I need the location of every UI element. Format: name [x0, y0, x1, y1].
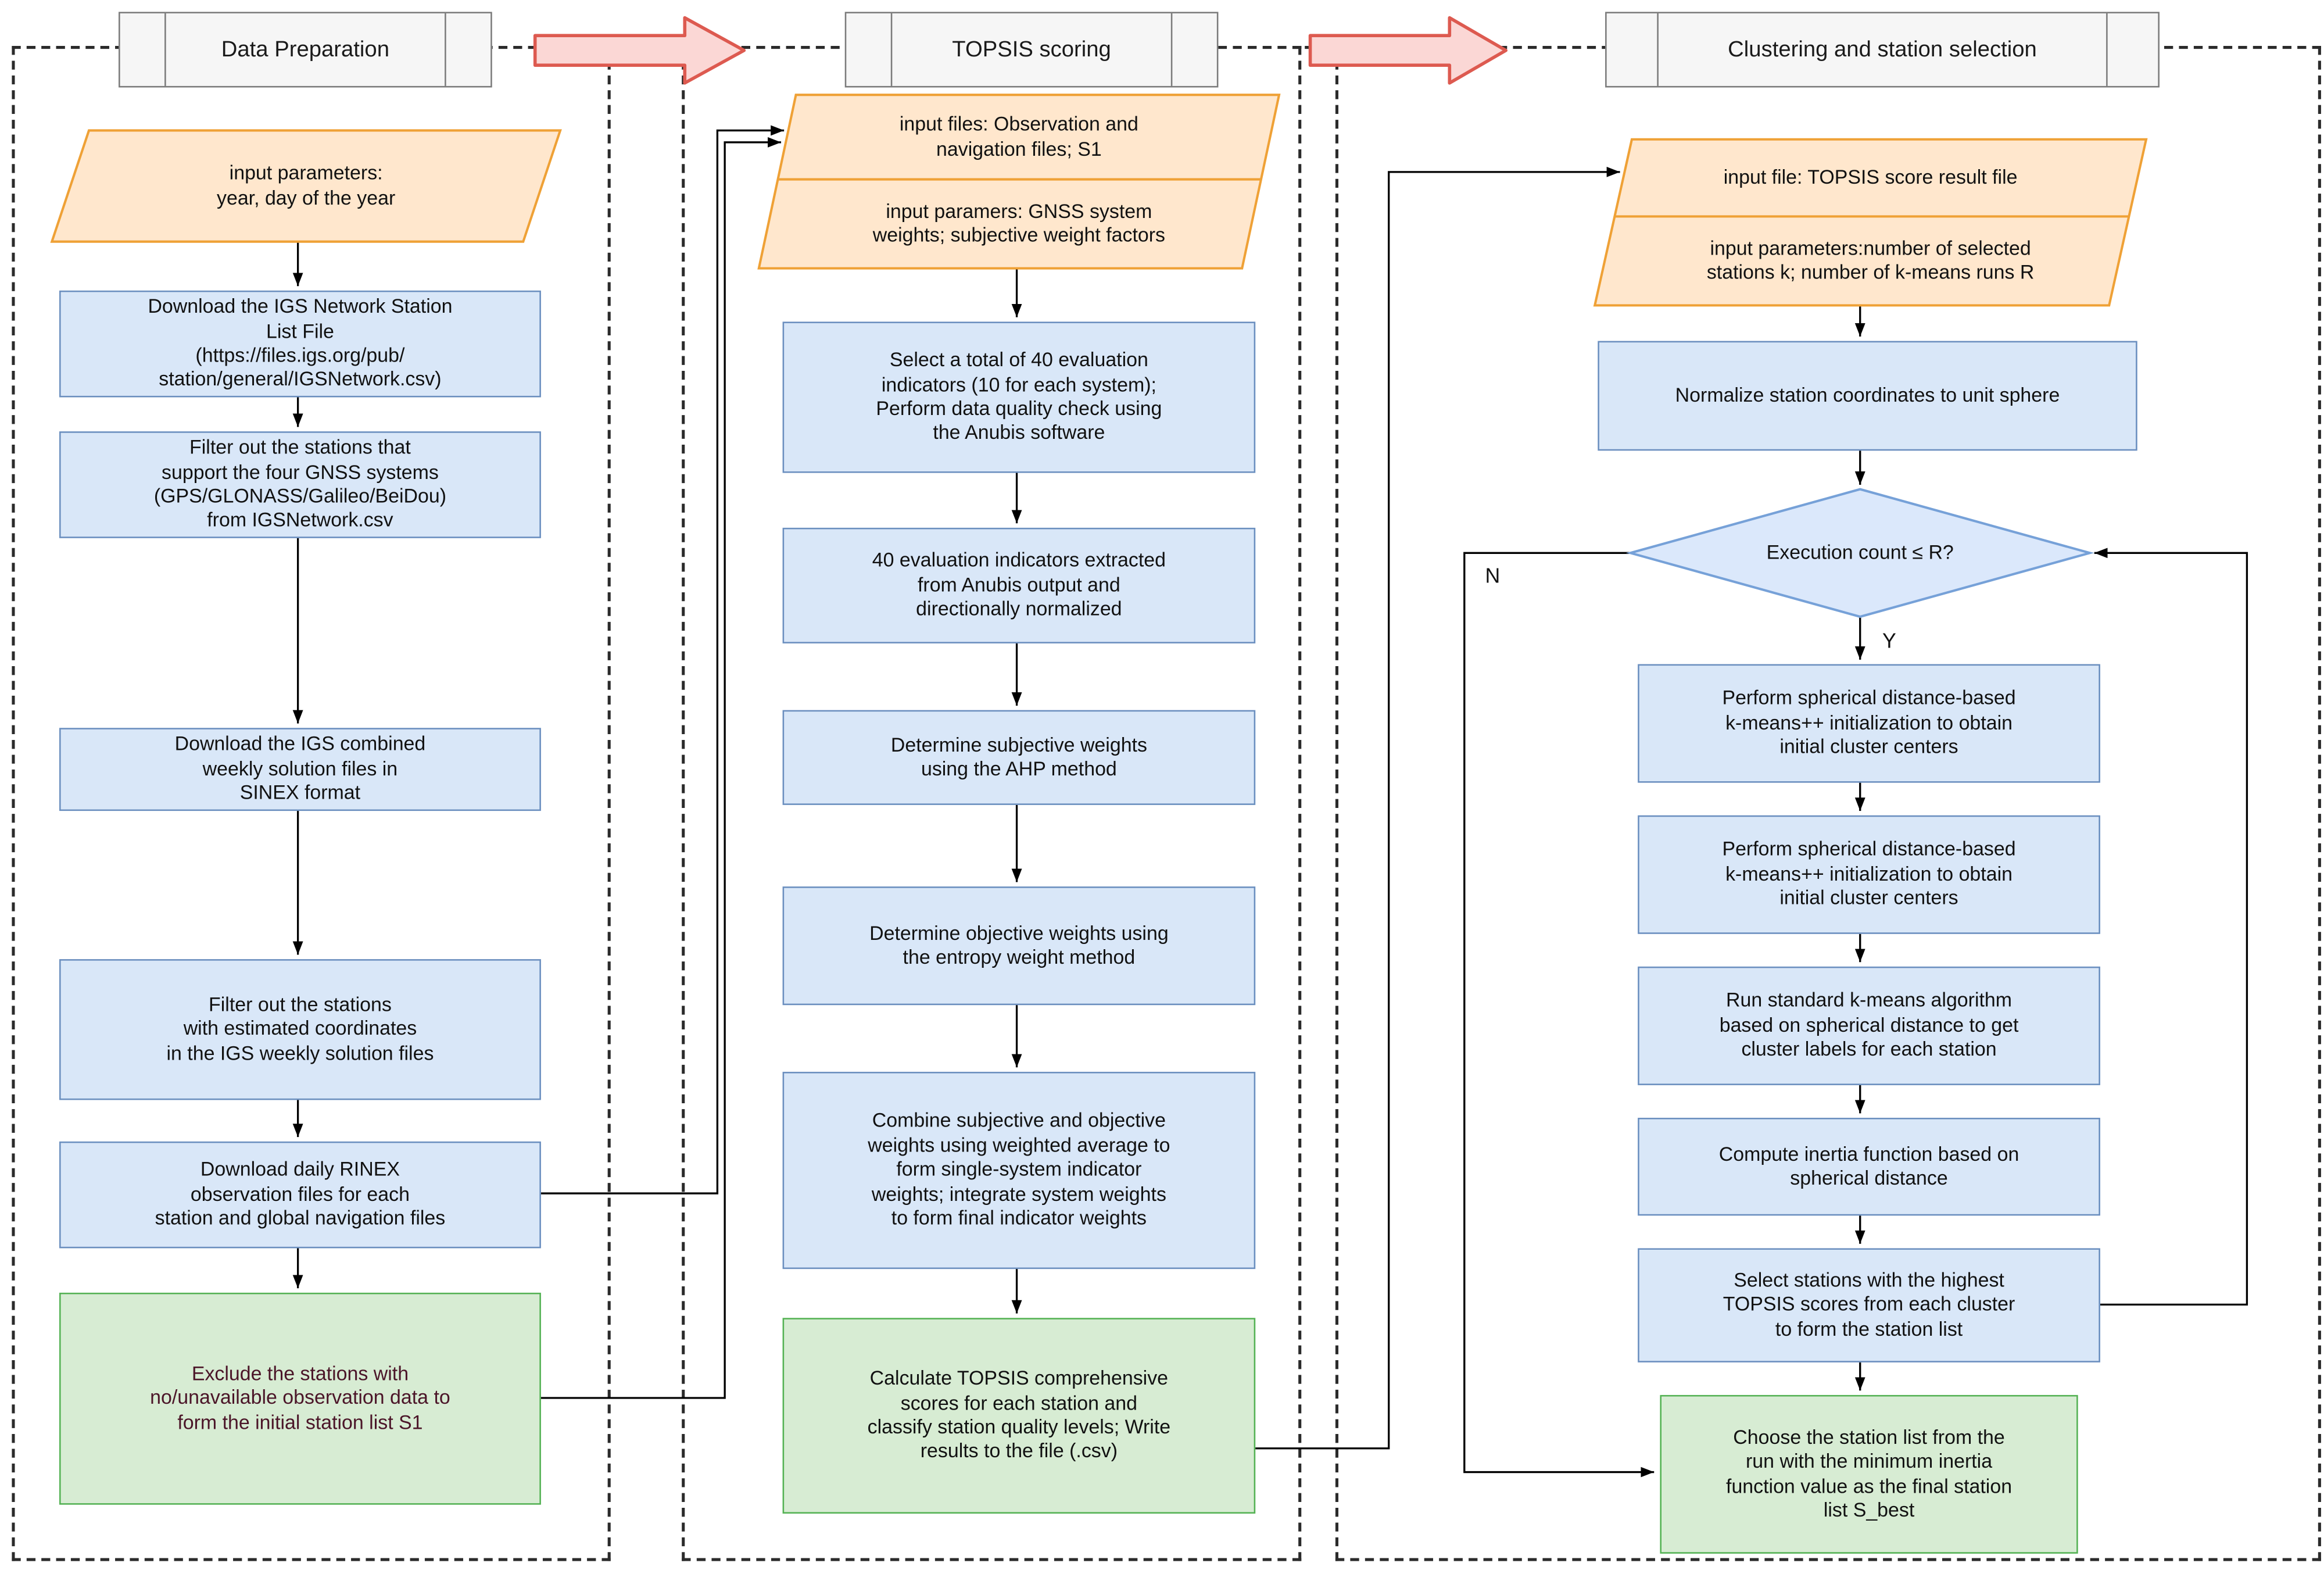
connector-g1-to-c2-input [538, 137, 782, 1399]
header-bar-left [164, 13, 166, 86]
io-text-params: input parameters:number of selected stat… [1706, 236, 2035, 284]
parallelogram-shape [1593, 138, 2148, 307]
section-header-topsis-scoring: TOPSIS scoring [844, 12, 1219, 88]
section-flow-arrow-2 [1308, 15, 1509, 86]
process-text: Download daily RINEX observation files f… [155, 1158, 446, 1229]
section-title: Data Preparation [221, 37, 389, 63]
result-text: Calculate TOPSIS comprehensive scores fo… [867, 1367, 1171, 1462]
io-text-file: input file: TOPSIS score result file [1723, 166, 2018, 188]
process-text: Select stations with the highest TOPSIS … [1723, 1268, 2015, 1340]
result-calculate-topsis-scores: Calculate TOPSIS comprehensive scores fo… [782, 1318, 1256, 1514]
header-bar-right [445, 13, 446, 86]
process-download-igs-network-list: Download the IGS Network Station List Fi… [59, 290, 541, 398]
connector-b6-loop-to-decision [2094, 548, 2248, 1306]
process-kmeanspp-init-2: Perform spherical distance-based k-means… [1638, 815, 2100, 934]
io-input-parameters-year-day: input parameters: year, day of the year [50, 129, 562, 243]
connector-decision-no-to-g3 [1463, 552, 1655, 1478]
result-text: Choose the station list from the run wit… [1726, 1425, 2013, 1521]
header-bar-left [1657, 13, 1659, 86]
header-bar-right [2106, 13, 2108, 86]
process-text: Run standard k-means algorithm based on … [1719, 989, 2019, 1061]
connector-g2-to-c3-input [1252, 166, 1620, 1450]
process-run-standard-kmeans: Run standard k-means algorithm based on … [1638, 966, 2100, 1085]
process-combine-weights: Combine subjective and objective weights… [782, 1071, 1256, 1269]
process-text: Filter out the stations with estimated c… [166, 993, 434, 1064]
section-header-data-preparation: Data Preparation [119, 12, 492, 88]
decision-label-no: N [1485, 563, 1501, 587]
parallelogram-shape [757, 94, 1281, 270]
process-text: Determine subjective weights using the A… [890, 733, 1147, 780]
process-text: Perform spherical distance-based k-means… [1722, 686, 2016, 758]
process-text: Compute inertia function based on spheri… [1718, 1142, 2019, 1189]
process-text: Filter out the stations that support the… [153, 435, 447, 532]
section-title: Clustering and station selection [1728, 37, 2037, 63]
process-text: 40 evaluation indicators extracted from … [872, 549, 1166, 620]
process-text: Download the IGS combined weekly solutio… [174, 732, 426, 804]
process-kmeanspp-init-1: Perform spherical distance-based k-means… [1638, 664, 2100, 783]
process-filter-four-gnss-systems: Filter out the stations that support the… [59, 431, 541, 538]
process-text: Determine objective weights using the en… [869, 921, 1169, 968]
header-bar-right [1170, 13, 1173, 86]
result-exclude-stations-s1: Exclude the stations with no/unavailable… [59, 1292, 541, 1505]
process-subjective-weights-ahp: Determine subjective weights using the A… [782, 710, 1256, 805]
io-topsis-result-and-params: input file: TOPSIS score result file inp… [1593, 138, 2148, 307]
process-download-daily-rinex: Download daily RINEX observation files f… [59, 1141, 541, 1249]
process-filter-estimated-coordinates: Filter out the stations with estimated c… [59, 959, 541, 1100]
io-text-files: input files: Observation and navigation … [899, 112, 1138, 160]
io-input-files-and-params: input files: Observation and navigation … [757, 94, 1281, 270]
section-flow-arrow-1 [533, 15, 747, 86]
parallelogram-shape [50, 129, 562, 243]
process-text: Combine subjective and objective weights… [868, 1109, 1170, 1229]
flow-arrow-icon [533, 16, 746, 85]
flow-arrow-icon [1308, 16, 1508, 85]
connector-b5-to-c2-input [538, 125, 785, 1195]
process-text: Select a total of 40 evaluation indicato… [876, 348, 1162, 444]
io-text-params: input paramers: GNSS system weights; sub… [872, 199, 1166, 246]
process-text: Download the IGS Network Station List Fi… [148, 295, 453, 391]
section-header-clustering: Clustering and station selection [1605, 12, 2160, 88]
diamond-shape [1625, 488, 2094, 618]
process-normalize-coordinates: Normalize station coordinates to unit sp… [1598, 341, 2137, 451]
process-compute-inertia: Compute inertia function based on spheri… [1638, 1118, 2100, 1216]
decision-text: Execution count ≤ R? [1766, 541, 1954, 563]
result-text: Exclude the stations with no/unavailable… [150, 1362, 450, 1433]
header-bar-left [890, 13, 893, 86]
decision-label-yes: Y [1882, 628, 1896, 653]
process-download-weekly-sinex: Download the IGS combined weekly solutio… [59, 728, 541, 811]
section-title: TOPSIS scoring [952, 37, 1111, 63]
process-text: Perform spherical distance-based k-means… [1722, 838, 2016, 909]
result-choose-final-station-list: Choose the station list from the run wit… [1660, 1394, 2078, 1554]
process-objective-weights-entropy: Determine objective weights using the en… [782, 886, 1256, 1006]
process-text: Normalize station coordinates to unit sp… [1675, 383, 2060, 406]
process-40-indicators-normalized: 40 evaluation indicators extracted from … [782, 527, 1256, 643]
io-text: input parameters: year, day of the year [216, 162, 396, 209]
process-select-40-indicators: Select a total of 40 evaluation indicato… [782, 321, 1256, 473]
process-select-highest-topsis: Select stations with the highest TOPSIS … [1638, 1248, 2100, 1362]
decision-execution-count: Execution count ≤ R? [1625, 488, 2094, 618]
